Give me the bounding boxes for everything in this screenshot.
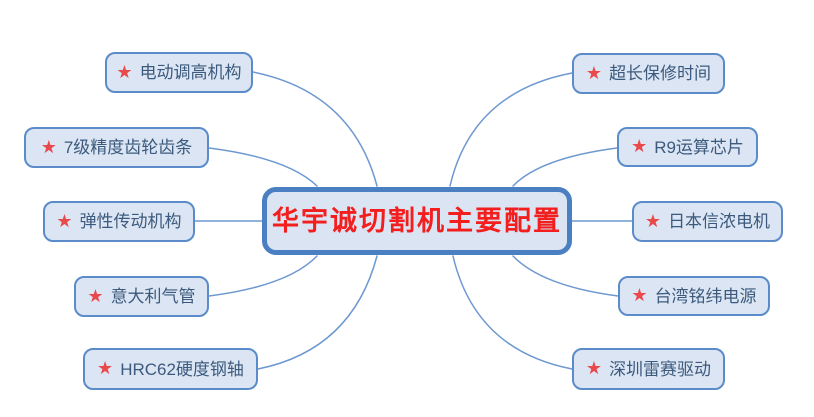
node-electric-height: ★ 电动调高机构 [105, 52, 253, 93]
node-label: 超长保修时间 [609, 64, 712, 83]
node-label: 弹性传动机构 [79, 212, 182, 231]
center-topic: 华宇诚切割机主要配置 [262, 187, 572, 255]
connector-meanwell-power [512, 255, 619, 297]
connector-warranty [449, 72, 573, 187]
node-label: 意大利气管 [110, 287, 196, 306]
star-icon: ★ [40, 136, 57, 157]
connector-leadshine-drive [452, 255, 573, 370]
connector-gear-rack [208, 147, 318, 187]
star-icon: ★ [87, 285, 104, 306]
node-label: 电动调高机构 [139, 63, 242, 82]
star-icon: ★ [631, 285, 648, 305]
star-icon: ★ [585, 62, 603, 83]
node-italian-air-pipe: ★ 意大利气管 [74, 276, 209, 317]
star-icon: ★ [56, 210, 73, 231]
connector-italian-air-pipe [208, 255, 318, 297]
node-label: 7级精度齿轮齿条 [63, 138, 193, 157]
node-label: 日本信浓电机 [668, 212, 771, 231]
star-icon: ★ [585, 358, 603, 378]
center-topic-title: 华宇诚切割机主要配置 [272, 205, 562, 236]
node-label: 深圳雷赛驱动 [609, 359, 712, 379]
connector-r9-chip [512, 147, 618, 187]
node-meanwell-power: ★ 台湾铭纬电源 [618, 276, 770, 316]
star-icon: ★ [97, 358, 114, 378]
node-label: HRC62硬度钢轴 [120, 359, 244, 379]
node-label: 台湾铭纬电源 [654, 286, 757, 306]
star-icon: ★ [644, 210, 662, 231]
node-r9-chip: ★ R9运算芯片 [617, 127, 758, 167]
node-label: R9运算芯片 [654, 137, 744, 157]
node-gear-rack: ★ 7级精度齿轮齿条 [24, 127, 209, 168]
node-warranty: ★ 超长保修时间 [572, 53, 725, 94]
star-icon: ★ [116, 61, 133, 82]
node-hrc62-shaft: ★ HRC62硬度钢轴 [83, 348, 258, 390]
node-leadshine-drive: ★ 深圳雷赛驱动 [572, 348, 725, 390]
connector-electric-height [252, 71, 378, 187]
connector-hrc62-shaft [257, 255, 378, 370]
star-icon: ★ [631, 136, 648, 156]
node-elastic-drive: ★ 弹性传动机构 [43, 201, 195, 242]
node-shinano-motor: ★ 日本信浓电机 [632, 201, 783, 242]
